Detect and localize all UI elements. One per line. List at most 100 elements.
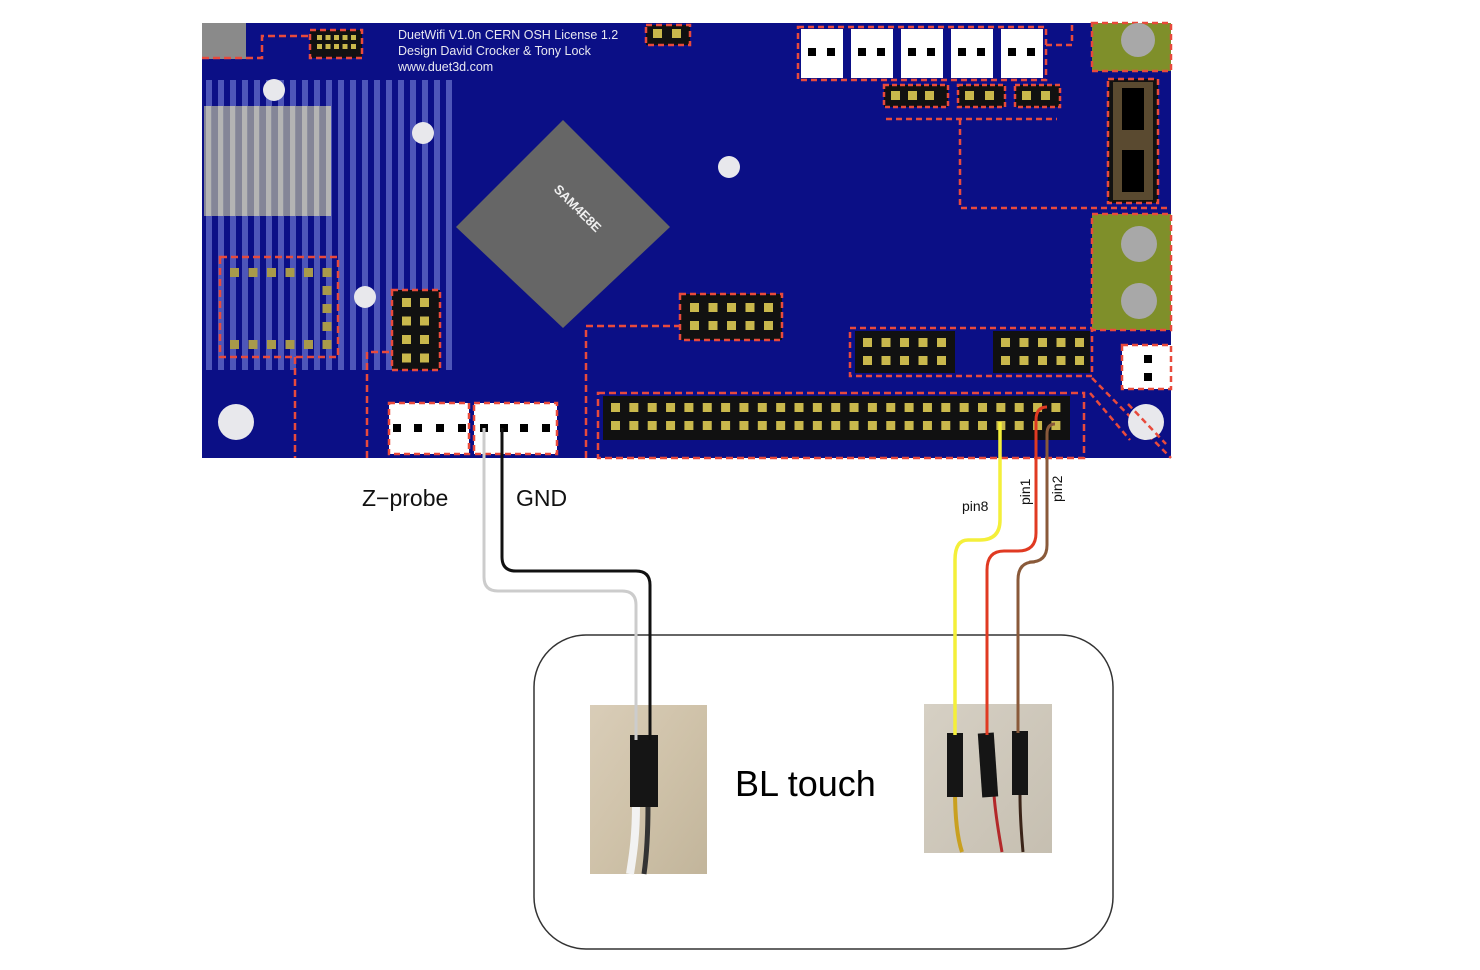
expansion-pad <box>684 403 694 412</box>
pad <box>708 321 718 330</box>
pad <box>900 356 909 365</box>
pin <box>808 48 816 56</box>
heatsink-stripe <box>290 80 296 370</box>
pin <box>414 424 422 432</box>
driver-pads <box>230 268 332 349</box>
pin <box>458 424 466 432</box>
pad <box>690 321 699 330</box>
expansion-pad <box>611 403 620 412</box>
pad <box>230 268 239 277</box>
expansion-pad <box>904 421 914 430</box>
pad <box>745 303 755 312</box>
heatsink-stripe <box>242 80 248 370</box>
expansion-pad <box>867 403 877 412</box>
label-pin8: pin8 <box>962 498 989 514</box>
fan-connector <box>1001 29 1043 78</box>
header-2x5-center <box>678 292 784 342</box>
pad <box>267 268 276 277</box>
photo-wire-red <box>992 794 1004 853</box>
pad <box>285 268 295 277</box>
pad <box>1075 356 1084 365</box>
photo-dupont-housing <box>947 733 963 797</box>
heatsink-stripe <box>386 80 392 370</box>
trace-outline <box>584 324 680 458</box>
expansion-pad <box>794 421 804 430</box>
terminal-screw <box>1121 23 1155 57</box>
mounting-hole <box>263 79 285 101</box>
pad <box>322 286 332 295</box>
pin <box>927 48 935 56</box>
expansion-pad <box>702 421 712 430</box>
expansion-pad <box>812 403 822 412</box>
heatsink-stripe <box>254 80 260 370</box>
pad <box>230 340 239 349</box>
pin <box>827 48 835 56</box>
photo-dupont-housing <box>1012 731 1028 795</box>
expansion-pad <box>647 421 657 430</box>
label-pin1: pin1 <box>1017 478 1033 505</box>
header-2x5-center-pads <box>690 303 773 330</box>
pad <box>402 298 411 307</box>
expansion-pad <box>666 403 676 412</box>
terminal-screw <box>1121 283 1157 319</box>
pin <box>436 424 444 432</box>
pad <box>653 29 662 38</box>
fan-connector <box>851 29 893 78</box>
pad <box>322 322 332 331</box>
pad <box>1001 338 1010 347</box>
pad <box>1056 338 1066 347</box>
pad <box>334 44 339 49</box>
pad <box>918 338 928 347</box>
heatsink-stripe <box>398 80 404 370</box>
bl-touch-label: BL touch <box>735 763 876 804</box>
heatsink-stripe <box>266 80 272 370</box>
photo-wire-white <box>626 804 640 875</box>
photo-dupont-housing <box>630 735 658 807</box>
wifi-module-stripe <box>314 106 319 216</box>
pad <box>918 356 928 365</box>
heatsink-stripe <box>218 80 224 370</box>
pin <box>958 48 966 56</box>
heatsink-stripe <box>446 80 452 370</box>
small-header-pads <box>891 91 1050 100</box>
pin <box>877 48 885 56</box>
driver-footprint <box>218 255 340 359</box>
heatsink-stripe <box>434 80 440 370</box>
expansion-pad <box>721 403 731 412</box>
fan-connector <box>951 29 993 78</box>
pad <box>304 340 313 349</box>
mounting-hole <box>218 404 254 440</box>
expansion-pad <box>647 403 657 412</box>
pad <box>1019 338 1029 347</box>
duetwifi-board: DuetWifi V1.0n CERN OSH License 1.2 Desi… <box>202 21 1173 460</box>
pad <box>285 340 295 349</box>
expansion-pad <box>886 403 896 412</box>
expansion-pad <box>739 421 749 430</box>
expansion-pad <box>721 421 731 430</box>
pad <box>325 44 331 49</box>
heatsink-stripe <box>230 80 236 370</box>
expansion-pad <box>959 421 969 430</box>
expansion-header-outline <box>596 391 1086 460</box>
pin <box>977 48 985 56</box>
pad <box>690 303 699 312</box>
heatsink-stripe <box>278 80 284 370</box>
pad <box>764 321 773 330</box>
trace-outline <box>1127 403 1167 445</box>
expansion-pad <box>978 421 987 430</box>
pad <box>1075 338 1084 347</box>
wires <box>482 405 1056 740</box>
photo-wire-black <box>641 804 651 875</box>
trace-outline <box>365 350 392 458</box>
photo-wire-brown <box>1018 794 1025 853</box>
expansion-pad <box>1014 421 1024 430</box>
pin2-wire <box>1016 422 1056 733</box>
trace-outline <box>1091 377 1172 459</box>
wifi-module-stripe <box>266 106 271 216</box>
pin <box>858 48 866 56</box>
photo-2pin-plug <box>590 705 707 875</box>
pin <box>542 424 550 432</box>
pin <box>908 48 916 56</box>
fuse-contact <box>1122 88 1144 130</box>
